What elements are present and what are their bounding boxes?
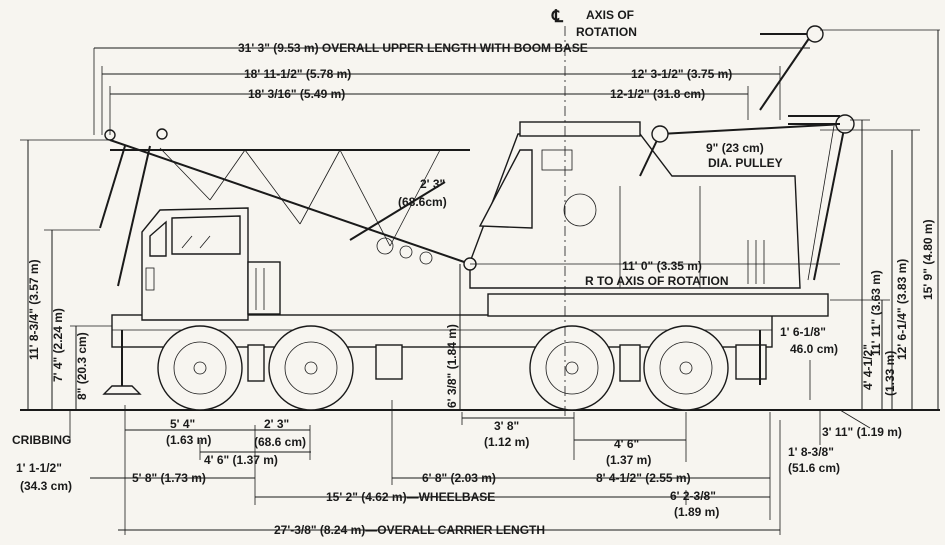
dim-1-37-right-label: (1.37 m) bbox=[606, 453, 651, 467]
dim-1-8-label: 1' 8-3/8" bbox=[788, 445, 834, 459]
dim-34-3-label: (34.3 cm) bbox=[20, 479, 72, 493]
dim-11-11-label: 11' 11" (3.63 m) bbox=[869, 270, 883, 356]
wheel bbox=[157, 325, 243, 411]
gantry bbox=[639, 25, 855, 281]
dim-3-11-label: 3' 11" (1.19 m) bbox=[822, 425, 902, 439]
dim-7-4-label: 7' 4" (2.24 m) bbox=[51, 308, 65, 382]
radius-11-0-label: 11' 0" (3.35 m) bbox=[622, 259, 702, 273]
outrigger-pad-left bbox=[102, 385, 142, 395]
dim-68-6-upper-label: (68.6cm) bbox=[398, 195, 447, 209]
dim-8-4-label: 8' 4-1/2" (2.55 m) bbox=[596, 471, 691, 485]
dim-3-8-label: 3' 8" bbox=[494, 419, 519, 433]
dim-1-63-label: (1.63 m) bbox=[166, 433, 211, 447]
dim-12-3-label: 12' 3-1/2" (3.75 m) bbox=[631, 67, 732, 81]
wheel bbox=[643, 325, 729, 411]
dim-11-8-label: 11' 8-3/4" (3.57 m) bbox=[27, 259, 41, 360]
dim-15-9-label: 15' 9" (4.80 m) bbox=[921, 219, 935, 300]
dim-12-6-label: 12' 6-1/4" (3.83 m) bbox=[895, 259, 909, 360]
dim-1-89-label: (1.89 m) bbox=[674, 505, 719, 519]
dim-5-8-label: 5' 8" (1.73 m) bbox=[132, 471, 206, 485]
dim-4-6-right-label: 4' 6" bbox=[614, 437, 639, 451]
dim-8-label: 8" (20.3 cm) bbox=[75, 332, 89, 400]
dim-2-3-lower-label: 2' 3" bbox=[264, 417, 289, 431]
dimension-labels: ℄ AXIS OF ROTATION 31' 3" (9.53 m) OVERA… bbox=[12, 7, 935, 537]
dim-68-6-lower-label: (68.6 cm) bbox=[254, 435, 306, 449]
operator-cab-window bbox=[478, 149, 533, 229]
turntable bbox=[487, 293, 829, 317]
dim-18-3-label: 18' 3/16" (5.49 m) bbox=[248, 87, 345, 101]
dim-51-6-label: (51.6 cm) bbox=[788, 461, 840, 475]
dim-1-6-label: 1' 6-1/8" bbox=[780, 325, 826, 339]
overall-upper-length-label: 31' 3" (9.53 m) OVERALL UPPER LENGTH WIT… bbox=[238, 41, 588, 55]
cribbing-label: CRIBBING bbox=[12, 433, 71, 447]
boom-lattice bbox=[99, 128, 477, 287]
dim-18-11-label: 18' 11-1/2" (5.78 m) bbox=[244, 67, 351, 81]
dim-12-half-label: 12-1/2" (31.8 cm) bbox=[610, 87, 705, 101]
crane-artwork bbox=[20, 25, 940, 411]
axis-of-label: AXIS OF bbox=[586, 8, 634, 22]
dim-2-3-upper-label: 2' 3" bbox=[420, 177, 445, 191]
r-to-axis-label: R TO AXIS OF ROTATION bbox=[585, 274, 729, 288]
dim-5-4-label: 5' 4" bbox=[170, 417, 195, 431]
overall-carrier-length-label: 27'-3/8" (8.24 m)—OVERALL CARRIER LENGTH bbox=[274, 523, 545, 537]
dim-1-33-label: (1.33 m) bbox=[883, 351, 897, 396]
dim-6-3-label: 6' 3/8" (1.84 m) bbox=[445, 324, 459, 408]
wheel bbox=[268, 325, 354, 411]
dim-4-4-label: 4' 4-1/2" bbox=[861, 344, 875, 390]
dimension-lines bbox=[20, 26, 940, 535]
dim-46-cm-label: 46.0 cm) bbox=[790, 342, 838, 356]
cab-window bbox=[171, 215, 241, 255]
dim-4-6-lower-label: 4' 6" (1.37 m) bbox=[204, 453, 278, 467]
centerline-symbol: ℄ bbox=[551, 7, 564, 26]
pulley-size-label: 9" (23 cm) bbox=[706, 141, 764, 155]
pulley bbox=[651, 125, 669, 143]
dim-1-1-label: 1' 1-1/2" bbox=[16, 461, 62, 475]
dim-6-2-label: 6' 2-3/8" bbox=[670, 489, 716, 503]
dim-1-12-label: (1.12 m) bbox=[484, 435, 529, 449]
dim-6-8-label: 6' 8" (2.03 m) bbox=[422, 471, 496, 485]
rotation-label: ROTATION bbox=[576, 25, 637, 39]
rotation-axis-circle bbox=[563, 193, 597, 227]
pulley-label: DIA. PULLEY bbox=[708, 156, 783, 170]
wheel bbox=[529, 325, 615, 411]
wheelbase-label: 15' 2" (4.62 m)—WHEELBASE bbox=[326, 490, 495, 504]
